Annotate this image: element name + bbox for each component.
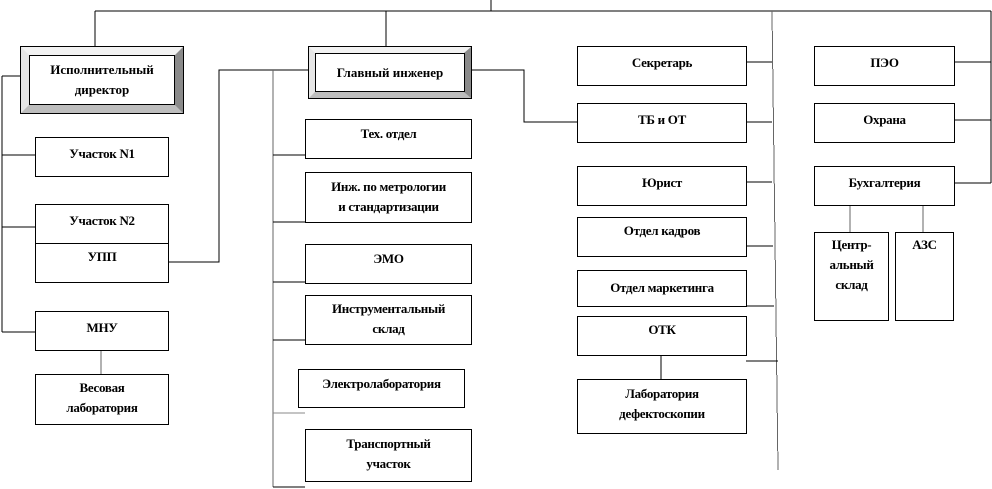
- mnu-label: МНУ: [86, 320, 118, 335]
- central-store-line3: склад: [835, 277, 868, 292]
- secretary-box: Секретарь: [577, 46, 747, 86]
- tech-dept-box: Тех. отдел: [305, 119, 472, 159]
- mnu-box: МНУ: [35, 311, 169, 351]
- marketing-box: Отдел маркетинга: [577, 270, 747, 307]
- central-store-line1: Центр-: [831, 237, 872, 252]
- upp-box: УПП: [35, 243, 169, 283]
- site1-box: Участок N1: [35, 137, 169, 177]
- security-box: Охрана: [814, 103, 955, 143]
- defect-lab-line2: дефектоскопии: [619, 406, 705, 421]
- lawyer-label: Юрист: [641, 175, 682, 190]
- weigh-lab-box: Весовая лаборатория: [35, 374, 169, 425]
- accounting-box: Бухгалтерия: [814, 166, 955, 206]
- tool-store-line1: Инструментальный: [331, 301, 446, 316]
- transport-line2: участок: [366, 456, 411, 471]
- chief-engineer-label: Главный инженер: [336, 64, 444, 80]
- secretary-label: Секретарь: [631, 55, 693, 70]
- security-label: Охрана: [863, 112, 906, 127]
- safety-label: ТБ и ОТ: [638, 112, 686, 127]
- metrology-line2: и стандартизации: [338, 199, 439, 214]
- site1-label: Участок N1: [69, 146, 135, 161]
- defect-lab-box: Лаборатория дефектоскопии: [577, 379, 747, 434]
- hr-label: Отдел кадров: [623, 223, 701, 238]
- otk-label: ОТК: [648, 322, 676, 337]
- lawyer-box: Юрист: [577, 166, 747, 206]
- emo-label: ЭМО: [373, 251, 404, 266]
- central-store-box: Центр- альный склад: [814, 232, 889, 321]
- upp-label: УПП: [87, 249, 117, 264]
- chief-engineer-box: Главный инженер: [308, 46, 472, 99]
- transport-line1: Транспортный: [346, 436, 431, 451]
- tech-dept-label: Тех. отдел: [360, 126, 417, 141]
- defect-lab-line1: Лаборатория: [625, 386, 699, 401]
- safety-box: ТБ и ОТ: [577, 103, 747, 143]
- hr-box: Отдел кадров: [577, 217, 747, 257]
- exec-director-box: Исполнительный директор: [20, 46, 184, 114]
- electrolab-box: Электролаборатория: [298, 369, 465, 408]
- tool-store-line2: склад: [372, 321, 405, 336]
- emo-box: ЭМО: [305, 244, 472, 284]
- azs-label: АЗС: [912, 237, 937, 252]
- electrolab-label: Электролаборатория: [322, 376, 441, 391]
- transport-box: Транспортный участок: [305, 429, 472, 482]
- marketing-label: Отдел маркетинга: [610, 280, 714, 295]
- site2-box: Участок N2: [35, 204, 169, 244]
- weigh-lab-line1: Весовая: [79, 380, 125, 395]
- tool-store-box: Инструментальный склад: [305, 295, 472, 345]
- peo-label: ПЭО: [870, 55, 899, 70]
- exec-director-line2: директор: [74, 82, 130, 97]
- peo-box: ПЭО: [814, 46, 955, 86]
- central-store-line2: альный: [829, 257, 874, 272]
- otk-box: ОТК: [577, 316, 747, 356]
- metrology-line1: Инж. по метрологии: [331, 179, 446, 194]
- exec-director-line1: Исполнительный: [50, 62, 154, 77]
- azs-box: АЗС: [895, 232, 954, 321]
- weigh-lab-line2: лаборатория: [66, 400, 138, 415]
- metrology-box: Инж. по метрологии и стандартизации: [305, 172, 472, 223]
- site2-label: Участок N2: [69, 213, 135, 228]
- accounting-label: Бухгалтерия: [848, 175, 921, 190]
